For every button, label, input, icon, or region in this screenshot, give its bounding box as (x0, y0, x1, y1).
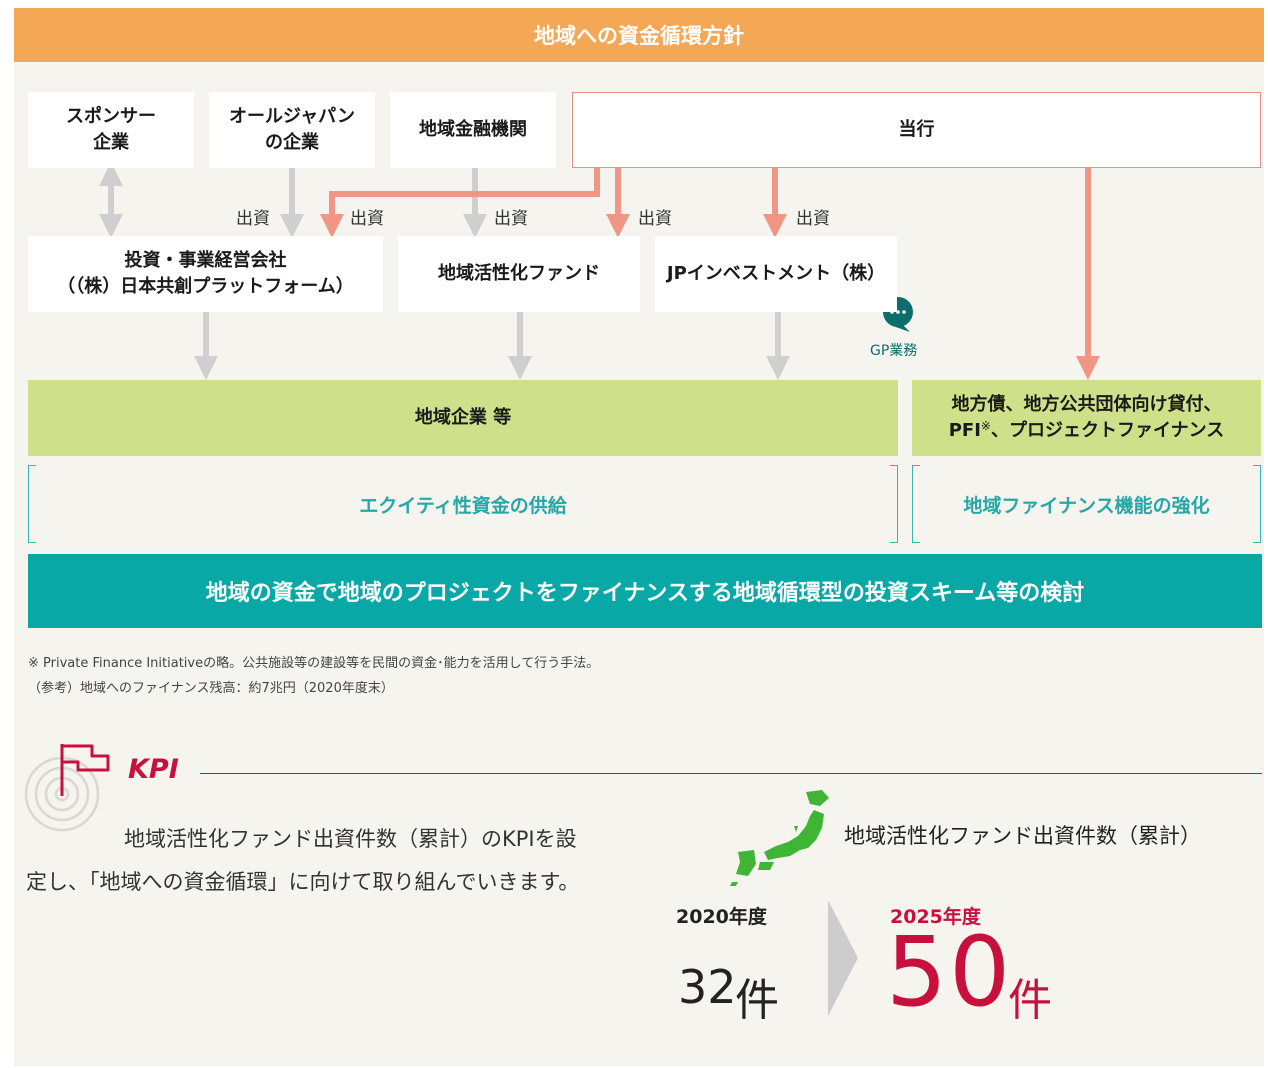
flow-arrows (99, 162, 1100, 380)
target-year: 2025年度 (890, 906, 981, 928)
investment-label: 出資 (236, 209, 270, 229)
kpi-description: 地域活性化ファンド出資件数（累計）のKPIを設 定し、「地域への資金循環」に向け… (26, 818, 646, 904)
japan-map-icon (730, 790, 829, 886)
equity-supply-bracket: エクイティ性資金の供給 (28, 465, 898, 543)
regional-revitalization-fund-box: 地域活性化ファンド (398, 236, 640, 312)
public-finance-line2: PFI※、プロジェクトファイナンス (948, 419, 1225, 441)
investment-label: 出資 (494, 209, 528, 229)
baseline-value: 32 (678, 960, 737, 1014)
background-panel (14, 8, 1264, 1066)
our-bank-box: 当行 (572, 92, 1261, 168)
public-finance-line1: 地方債、地方公共団体向け貸付、 (951, 393, 1222, 415)
investment-label: 出資 (796, 209, 830, 229)
public-finance-box: 地方債、地方公共団体向け貸付、 PFI※、プロジェクトファイナンス (912, 380, 1261, 456)
kpi-target-flag-icon (24, 744, 110, 832)
gp-business-label: GP業務 (870, 343, 918, 359)
footnote-mark: ※ (980, 419, 991, 433)
target-value: 50 (886, 916, 1013, 1028)
regional-companies-box: 地域企業 等 (28, 380, 898, 456)
finance-strengthening-label: 地域ファイナンス機能の強化 (963, 494, 1210, 517)
sponsor-companies-box: スポンサー 企業 (28, 92, 194, 168)
regional-financial-institutions-box: 地域金融機関 (390, 92, 556, 168)
equity-supply-label: エクイティ性資金の供給 (359, 494, 567, 517)
reference-note: （参考）地域へのファイナンス残高：約7兆円（2020年度末） (28, 681, 394, 696)
baseline-unit: 件 (735, 975, 779, 1026)
investment-label: 出資 (638, 209, 672, 229)
section-header: 地域への資金循環方針 (14, 8, 1264, 62)
kpi-metric-label: 地域活性化ファンド出資件数（累計） (844, 824, 1201, 848)
kpi-rule (200, 773, 1262, 774)
baseline-year: 2020年度 (676, 906, 767, 928)
scheme-banner: 地域の資金で地域のプロジェクトをファイナンスする地域循環型の投資スキーム等の検討 (28, 554, 1262, 628)
finance-strengthening-bracket: 地域ファイナンス機能の強化 (912, 465, 1261, 543)
investment-management-company-box: 投資・事業経営会社 （（株）日本共創プラットフォーム） (28, 236, 383, 312)
target-unit: 件 (1008, 975, 1052, 1026)
chevron-right-icon (828, 900, 858, 1016)
jp-investment-box: JPインベストメント（株） (655, 236, 897, 312)
kpi-description-line2: 定し、「地域への資金循環」に向けて取り組んでいきます。 (26, 870, 580, 895)
investment-label: 出資 (350, 209, 384, 229)
pfi-footnote: ※ Private Finance Initiativeの略。公共施設等の建設等… (28, 656, 600, 671)
kpi-description-line1: 地域活性化ファンド出資件数（累計）のKPIを設 (124, 827, 577, 851)
kpi-title: KPI (128, 754, 179, 785)
bank-to-company-arrow (320, 168, 600, 238)
all-japan-companies-box: オールジャパン の企業 (209, 92, 375, 168)
